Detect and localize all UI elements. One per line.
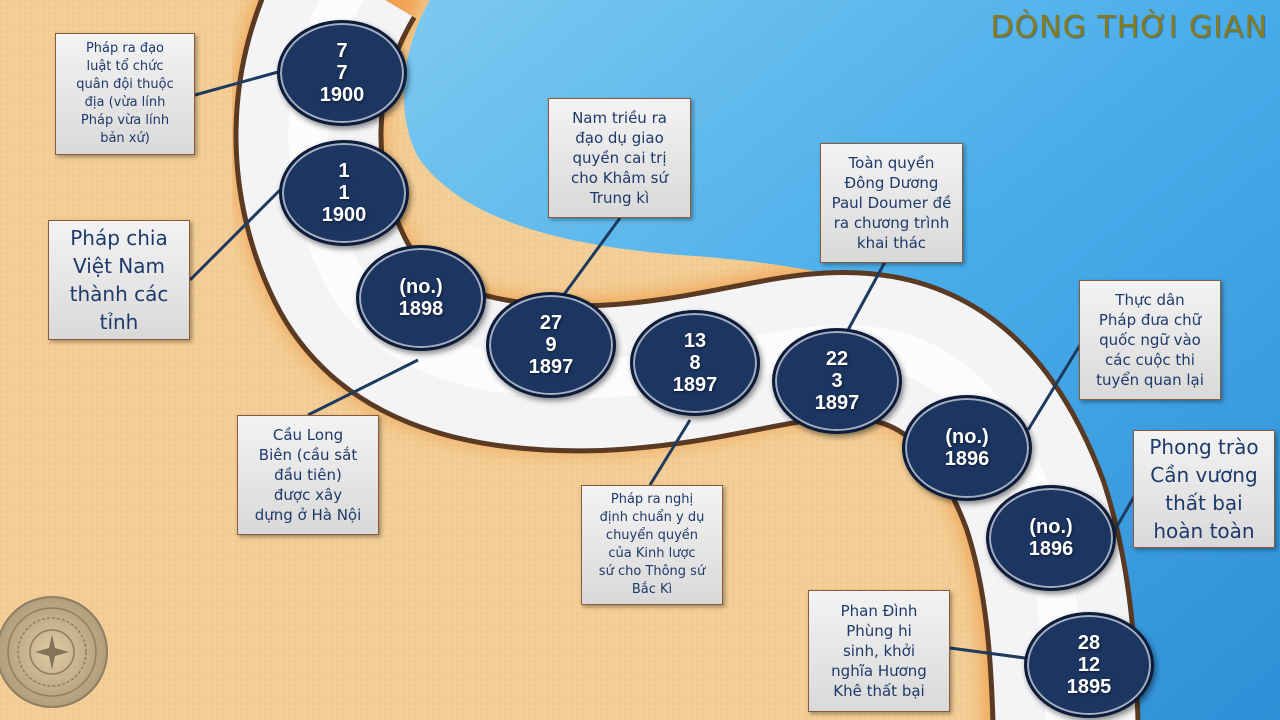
timeline-bubble-7[interactable]: (no.) 1896 [902, 395, 1032, 501]
event-note-6[interactable]: Toàn quyền Đông Dương Paul Doumer đề ra … [820, 143, 963, 263]
connector-4 [558, 217, 622, 301]
event-note-9[interactable]: Phan Đình Phùng hi sinh, khởi nghĩa Hươn… [808, 590, 950, 712]
connector-8 [1110, 494, 1137, 536]
event-note-text: Toàn quyền Đông Dương Paul Doumer đề ra … [831, 154, 952, 252]
connector-6 [846, 261, 887, 331]
drum-emblem [0, 596, 108, 708]
bubble-date: 1 1 1900 [321, 160, 367, 226]
event-note-3[interactable]: Cầu Long Biên (cầu sắt đầu tiên) được xâ… [237, 415, 379, 535]
event-note-text: Pháp chia Việt Nam thành các tỉnh [69, 226, 169, 334]
connector-5 [648, 419, 692, 486]
event-note-text: Pháp ra nghị định chuẩn y dụ chuyển quyề… [598, 492, 706, 597]
event-note-4[interactable]: Nam triều ra đạo dụ giao quyền cai trị c… [548, 98, 691, 218]
bubble-date: 27 9 1897 [528, 312, 574, 378]
timeline-bubble-3[interactable]: (no.) 1898 [356, 245, 486, 351]
event-note-2[interactable]: Pháp chia Việt Nam thành các tỉnh [48, 220, 190, 340]
connector-2 [188, 188, 282, 282]
event-note-text: Thực dân Pháp đưa chữ quốc ngữ vào các c… [1096, 291, 1204, 389]
bubble-date: 7 7 1900 [319, 40, 365, 106]
event-note-1[interactable]: Pháp ra đạo luật tổ chức quân đội thuộc … [55, 33, 195, 155]
bubble-date: (no.) 1898 [398, 276, 444, 320]
event-note-text: Phong trào Cần vương thất bại hoàn toàn [1149, 435, 1259, 543]
bubble-date: 28 12 1895 [1066, 632, 1112, 698]
bubble-date: 13 8 1897 [672, 330, 718, 396]
connector-7 [1026, 344, 1082, 431]
bubble-date: (no.) 1896 [944, 426, 990, 470]
connector-1 [194, 70, 279, 97]
timeline-bubble-1[interactable]: 7 7 1900 [277, 20, 407, 126]
connector-9 [949, 646, 1026, 660]
connector-3 [307, 358, 419, 417]
event-note-text: Pháp ra đạo luật tổ chức quân đội thuộc … [76, 41, 174, 146]
page-title: DÒNG THỜI GIAN [990, 10, 1268, 45]
timeline-bubble-2[interactable]: 1 1 1900 [279, 140, 409, 246]
timeline-bubble-8[interactable]: (no.) 1896 [986, 485, 1116, 591]
timeline-bubble-4[interactable]: 27 9 1897 [486, 292, 616, 398]
event-note-text: Nam triều ra đạo dụ giao quyền cai trị c… [571, 109, 668, 207]
event-note-text: Phan Đình Phùng hi sinh, khởi nghĩa Hươn… [831, 602, 927, 700]
connector-lines [188, 70, 1137, 660]
event-note-text: Cầu Long Biên (cầu sắt đầu tiên) được xâ… [254, 426, 362, 524]
event-note-8[interactable]: Phong trào Cần vương thất bại hoàn toàn [1133, 430, 1275, 548]
timeline-bubble-9[interactable]: 28 12 1895 [1024, 612, 1154, 718]
timeline-bubble-6[interactable]: 22 3 1897 [772, 328, 902, 434]
timeline-bubble-5[interactable]: 13 8 1897 [630, 310, 760, 416]
event-note-7[interactable]: Thực dân Pháp đưa chữ quốc ngữ vào các c… [1079, 280, 1221, 400]
event-note-5[interactable]: Pháp ra nghị định chuẩn y dụ chuyển quyề… [581, 485, 723, 605]
bubble-date: 22 3 1897 [814, 348, 860, 414]
bubble-date: (no.) 1896 [1028, 516, 1074, 560]
